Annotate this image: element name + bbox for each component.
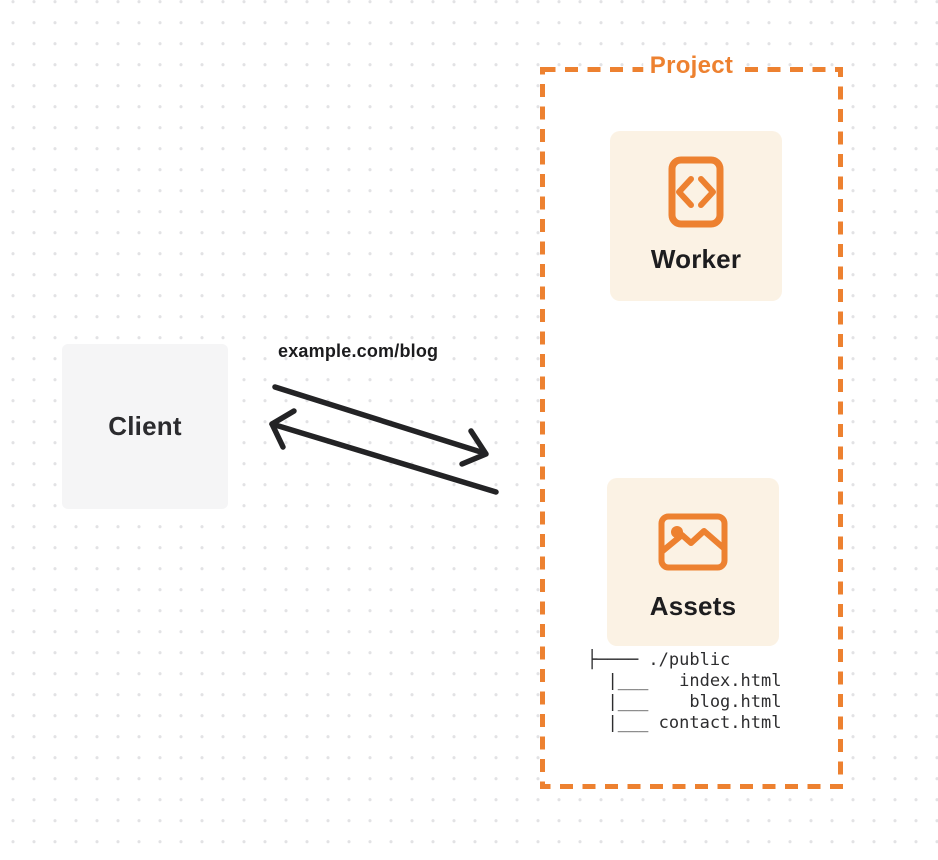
image-icon (658, 513, 728, 571)
worker-node: Worker (610, 131, 782, 301)
assets-node: Assets (607, 478, 779, 646)
response-arrow-head (269, 408, 297, 450)
project-title: Project (642, 51, 741, 80)
code-file-icon (668, 156, 724, 228)
client-node: Client (62, 344, 228, 509)
project-dashed-border (540, 67, 843, 789)
request-arrow-head (459, 428, 489, 467)
request-arrow-shaft (272, 384, 487, 456)
client-label: Client (108, 411, 182, 441)
project-container: Project Worker (540, 51, 843, 789)
response-arrow-shaft (269, 421, 499, 495)
request-url-label: example.com/blog (278, 341, 439, 361)
assets-file-tree: ├──── ./public |___ index.html |___ blog… (587, 650, 782, 733)
worker-label: Worker (650, 244, 742, 274)
assets-label: Assets (649, 591, 737, 621)
